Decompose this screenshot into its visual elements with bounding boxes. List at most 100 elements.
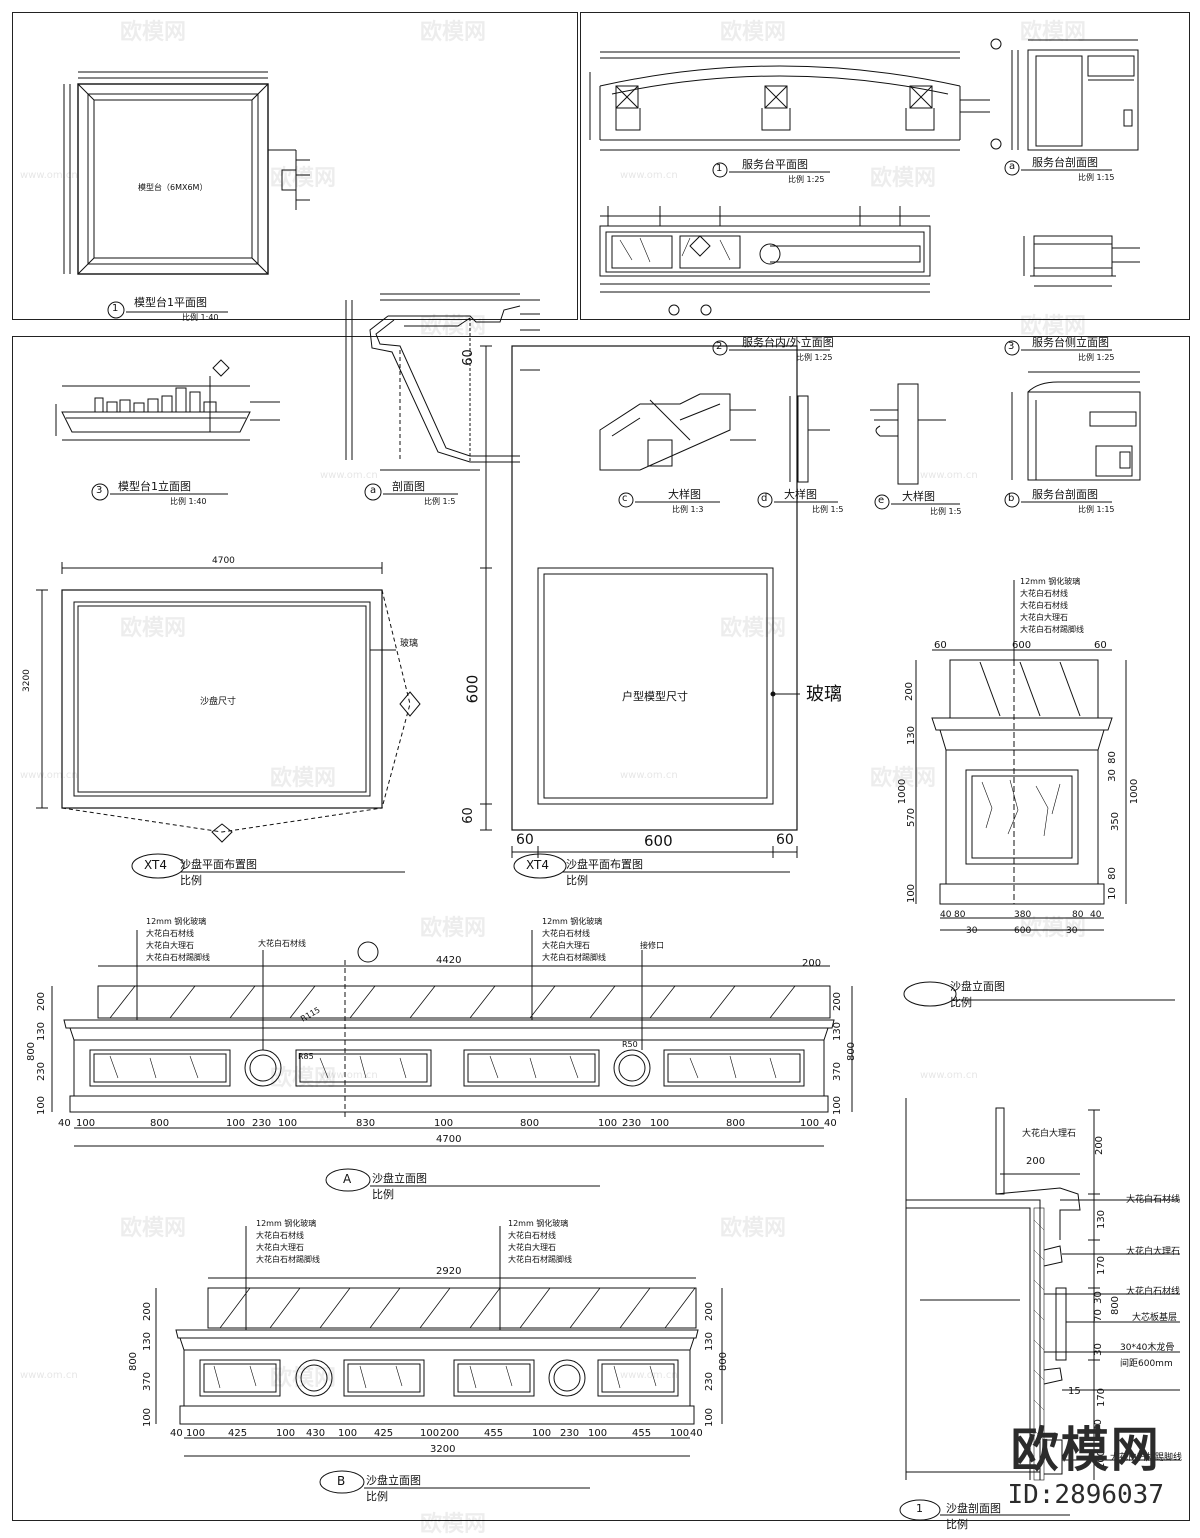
section-note-7: 大花白石材踢脚线 [1110, 1453, 1183, 1463]
elev-b-note-r1: 大花白石材线 [508, 1231, 556, 1240]
sand-table-elevation-b [155, 1226, 723, 1457]
elev-a-note-l1: 大花白石材线 [146, 929, 194, 938]
section-dim-800: 800 [1110, 1295, 1122, 1316]
elev-a-bot-7: 100 [434, 1118, 454, 1129]
elev-a-note-l2: 大花白大理石 [146, 941, 194, 950]
plan-number-bubble [107, 301, 125, 319]
elev-a-bot-13: 100 [800, 1118, 820, 1129]
elev-a-right-4: 100 [832, 1095, 844, 1116]
sec-a-scale: 比例 1:15 [1078, 173, 1115, 182]
small-elev-left-2: 1000 [897, 778, 909, 805]
section-right-1: 170 [1096, 1255, 1108, 1276]
small-elev-note-3: 大花白大理石 [1020, 613, 1068, 622]
elev-b-right-2: 800 [718, 1351, 730, 1372]
elev-a-dim-200: 200 [802, 958, 822, 969]
side-scale: 比例 1:25 [1078, 353, 1115, 362]
elev-b-note-l0: 12mm 钢化玻璃 [256, 1219, 317, 1228]
small-elev-note-0: 12mm 钢化玻璃 [1020, 577, 1081, 586]
detail-c-scale: 比例 1:3 [672, 505, 704, 514]
detail-d-scale: 比例 1:5 [812, 505, 844, 514]
elev-b-title: 沙盘立面图 [366, 1474, 421, 1487]
plan1-width-dim: 4700 [212, 556, 235, 566]
plan2-dim-mid: 600 [463, 674, 482, 704]
section-note-4: 大芯板基层 [1132, 1313, 1178, 1323]
plan-scale: 比例 1:40 [182, 313, 219, 322]
elev-b-tag: B [337, 1474, 346, 1488]
section-note-0: 大花白大理石 [1022, 1129, 1077, 1139]
elev-b-right-3: 230 [704, 1371, 716, 1392]
counter-plan-scale: 比例 1:25 [788, 175, 825, 184]
section-scale: 比例 [946, 1518, 968, 1531]
small-elev-note-4: 大花白石材踢脚线 [1020, 625, 1084, 634]
elev-b-left-3: 370 [142, 1371, 154, 1392]
model-table-section [345, 293, 540, 471]
elev-a-left-4: 100 [36, 1095, 48, 1116]
sand-table-elevation-a [51, 930, 853, 1147]
sand-table-plan-2 [480, 345, 800, 858]
elev-a-r2: R85 [298, 1052, 314, 1061]
plan-title: 模型台1平面图 [134, 296, 207, 309]
sec-a-number: a [1009, 161, 1016, 172]
section-title: 剖面图 [392, 480, 425, 493]
plan2-dim-left: 60 [516, 832, 534, 848]
plan1-height-dim: 3200 [22, 669, 32, 692]
plan2-title: 沙盘平面布置图 [566, 858, 643, 871]
elev-a-scale: 比例 [372, 1188, 394, 1201]
elev-a-note-l3: 大花白石材踢脚线 [146, 953, 210, 962]
plan2-dim-bot: 60 [460, 807, 476, 824]
elev-b-bot-10: 100 [532, 1428, 552, 1439]
detail-d-number: d [761, 493, 768, 504]
elev-b-note-l3: 大花白石材踢脚线 [256, 1255, 320, 1264]
elev-scale: 比例 1:40 [170, 497, 207, 506]
section-number: a [370, 485, 377, 496]
elev-b-note-r2: 大花白大理石 [508, 1243, 556, 1252]
stamp-id: ID:2896037 [1007, 1480, 1164, 1510]
elev-b-bot-11: 230 [560, 1428, 580, 1439]
small-elev-bot-30a: 30 [966, 926, 978, 936]
elev-a-note-l0: 12mm 钢化玻璃 [146, 917, 207, 926]
elev-a-bot-0: 40 [58, 1118, 71, 1129]
section-right-5: 170 [1096, 1387, 1108, 1408]
elev-b-left-4: 100 [142, 1407, 154, 1428]
section-title: 沙盘剖面图 [946, 1502, 1001, 1515]
plan1-glass-label: 玻璃 [400, 639, 419, 649]
small-elev-left-4: 100 [906, 883, 918, 904]
side-title: 服务台侧立面图 [1032, 336, 1109, 349]
small-elev-right-0: 30 [1106, 769, 1118, 782]
elev-2-title: 服务台内/外立面图 [742, 336, 834, 349]
plan1-tag: XT4 [144, 858, 167, 872]
detail-e-title: 大样图 [902, 490, 935, 503]
elev-a-port-note: 接修口 [640, 941, 664, 950]
elev-a-r3: R50 [622, 1040, 638, 1049]
elev-b-bot-14: 100 [670, 1428, 690, 1439]
plan1-scale: 比例 [180, 874, 202, 887]
detail-c [599, 393, 756, 471]
detail-e [870, 383, 946, 485]
elev-a-left-1: 130 [36, 1021, 48, 1042]
plan2-dim-right: 60 [776, 832, 794, 848]
elev-title: 模型台1立面图 [118, 480, 191, 493]
elev-b-right-4: 100 [704, 1407, 716, 1428]
sand-table-plan-1 [36, 562, 421, 843]
detail-d-title: 大样图 [784, 488, 817, 501]
elev-a-bot-4: 230 [252, 1118, 272, 1129]
section-tag: 1 [916, 1502, 923, 1515]
small-elev-right-5: 10 [1106, 887, 1118, 900]
plan-number: 1 [112, 303, 119, 314]
service-counter-section-a [990, 38, 1139, 151]
elev-number: 3 [96, 485, 103, 496]
small-elev-bot-1: 80 [954, 910, 966, 920]
elev-b-scale: 比例 [366, 1490, 388, 1503]
elev-b-bot-12: 100 [588, 1428, 608, 1439]
elev-b-left-1: 130 [142, 1331, 154, 1352]
small-elev-title: 沙盘立面图 [950, 980, 1005, 993]
service-counter-side-elevation [1023, 235, 1140, 287]
elev-b-note-r0: 12mm 钢化玻璃 [508, 1219, 569, 1228]
section-note-5: 30*40木龙骨 [1120, 1343, 1175, 1353]
plan2-tag: XT4 [526, 858, 549, 872]
plan-1-tag-ellipse [131, 853, 185, 879]
section-note-6: 间距600mm [1120, 1359, 1173, 1369]
elev-a-note-r2: 大花白大理石 [542, 941, 590, 950]
section-right-2: 30 [1092, 1291, 1104, 1304]
detail-d [789, 395, 830, 483]
